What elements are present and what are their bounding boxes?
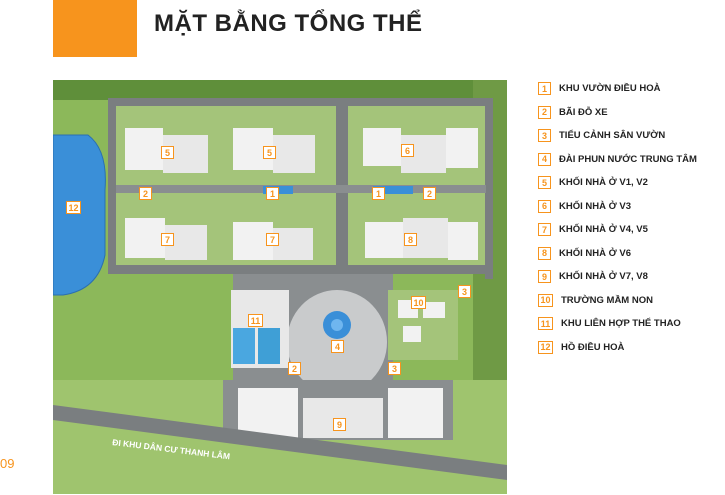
map-marker: 9 xyxy=(333,418,354,431)
map-marker: 12 xyxy=(66,201,89,214)
map-marker: 5 xyxy=(161,146,182,159)
map-marker: 2 xyxy=(288,362,309,375)
orange-accent-block xyxy=(53,0,137,57)
map-marker: 5 xyxy=(263,146,284,159)
map-marker: 2 xyxy=(423,187,444,200)
map-marker: 2 xyxy=(139,187,160,200)
map-marker: 1 xyxy=(372,187,393,200)
map-marker: 1 xyxy=(266,187,287,200)
map-marker: 11 xyxy=(248,314,271,327)
page-title: MẶT BẰNG TỔNG THỂ xyxy=(154,10,423,37)
page-number: 09 xyxy=(0,456,15,471)
map-marker: 7 xyxy=(266,233,287,246)
map-marker: 10 xyxy=(411,296,434,309)
map-marker: 8 xyxy=(404,233,425,246)
map-marker: 7 xyxy=(161,233,182,246)
map-marker: 6 xyxy=(401,144,422,157)
map-marker: 3 xyxy=(458,285,479,298)
site-plan-map: 5 5 6 1 2 1 2 12 7 7 8 3 10 11 4 2 3 9 Đ… xyxy=(53,80,507,494)
map-marker: 4 xyxy=(331,340,352,353)
map-marker: 3 xyxy=(388,362,409,375)
